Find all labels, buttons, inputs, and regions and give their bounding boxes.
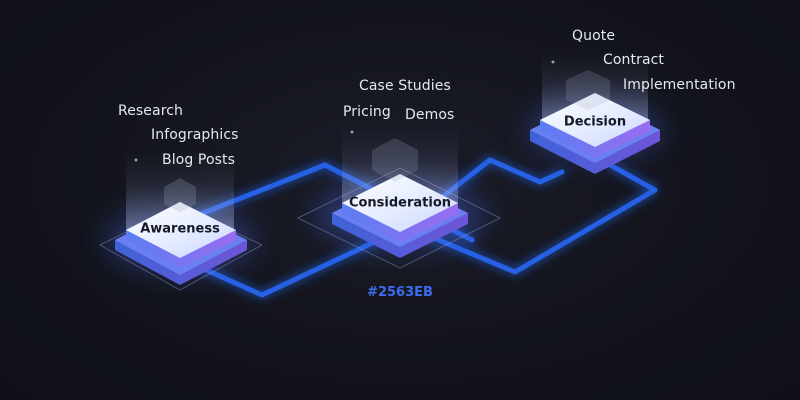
awareness-label: Awareness xyxy=(140,221,220,237)
awareness-item-research: Research xyxy=(118,103,184,119)
decision-label: Decision xyxy=(563,114,627,130)
decision-node xyxy=(527,50,663,174)
decision-item-contract: Contract xyxy=(603,52,665,68)
path-color-label: #2563EB xyxy=(367,285,433,300)
consideration-node xyxy=(296,125,502,269)
consideration-item-case-studies: Case Studies xyxy=(359,78,451,94)
consideration-label: Consideration xyxy=(348,195,452,211)
consideration-item-demos: Demos xyxy=(405,107,455,123)
awareness-node xyxy=(98,150,264,291)
awareness-item-infographics: Infographics xyxy=(151,127,239,143)
awareness-item-blog-posts: Blog Posts xyxy=(162,152,235,168)
decision-item-implementation: Implementation xyxy=(623,77,736,93)
decision-item-quote: Quote xyxy=(572,28,616,44)
consideration-item-pricing: Pricing xyxy=(343,104,391,120)
